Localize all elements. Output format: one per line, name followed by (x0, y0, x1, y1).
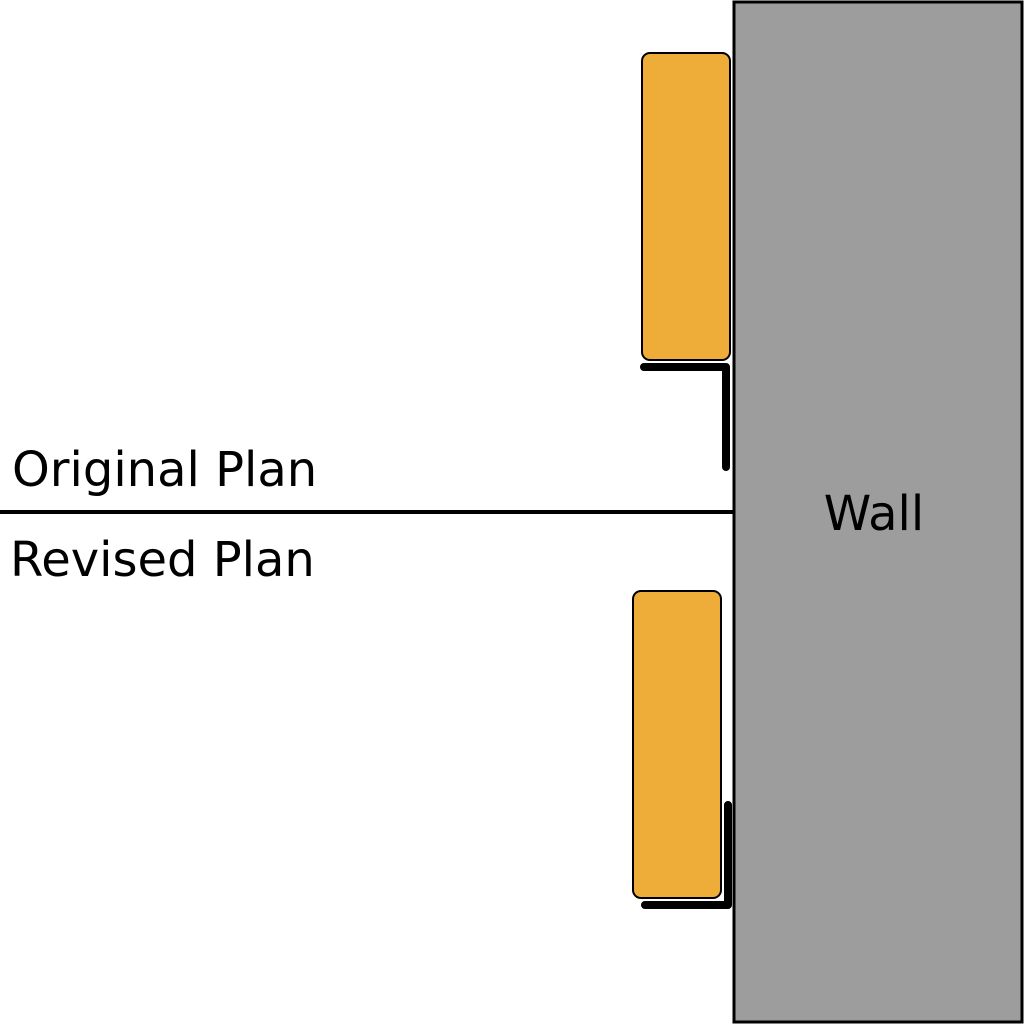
revised-plan-label: Revised Plan (10, 532, 315, 588)
wall (732, 0, 1024, 1024)
original-plan-label: Original Plan (12, 442, 317, 498)
revised-panel (632, 590, 722, 899)
original-panel (641, 52, 731, 361)
wall-label: Wall (824, 486, 924, 542)
original-bracket (640, 363, 730, 471)
revised-bracket (641, 801, 732, 909)
